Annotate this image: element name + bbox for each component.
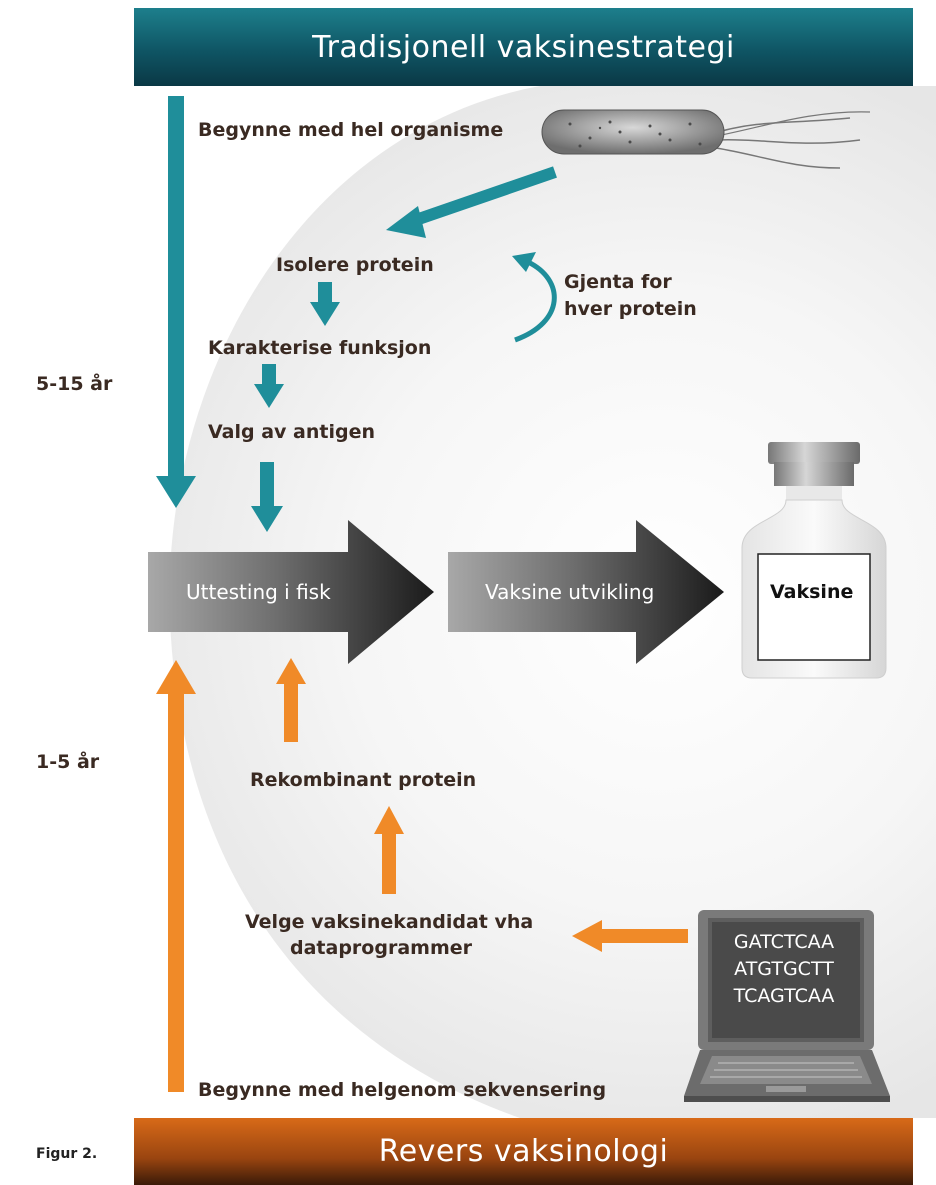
reverse-vaccinology-banner: Revers vaksinologi bbox=[134, 1118, 913, 1185]
isolate-to-characterize-arrow bbox=[310, 282, 340, 326]
vaccine-vial-icon bbox=[741, 442, 887, 679]
footer-title: Revers vaksinologi bbox=[378, 1134, 669, 1169]
traditional-timeline-arrow bbox=[156, 96, 196, 508]
development-label: Vaksine utvikling bbox=[485, 580, 655, 604]
repeat-arrow-icon bbox=[512, 252, 557, 343]
bacterium-to-isolate-arrow bbox=[386, 166, 557, 238]
select-to-testing-arrow bbox=[251, 462, 283, 532]
testing-label: Uttesting i fisk bbox=[186, 580, 331, 604]
select-candidate-line2: dataprogrammer bbox=[290, 937, 472, 959]
header-title: Tradisjonell vaksinestrategi bbox=[312, 29, 735, 65]
sequence-line-1: GATCTCAA bbox=[733, 931, 835, 953]
laptop-icon bbox=[684, 910, 890, 1102]
figure-label: Figur 2. bbox=[36, 1146, 98, 1162]
select-antigen-label: Valg av antigen bbox=[208, 421, 375, 443]
isolate-protein-label: Isolere protein bbox=[276, 254, 434, 276]
start-organism-label: Begynne med hel organisme bbox=[198, 119, 504, 141]
bacterium-icon bbox=[541, 109, 871, 169]
traditional-duration-label: 5-15 år bbox=[36, 373, 113, 395]
recombinant-protein-label: Rekombinant protein bbox=[250, 769, 477, 791]
start-genome-label: Begynne med helgenom sekvensering bbox=[198, 1079, 607, 1101]
reverse-duration-label: 1-5 år bbox=[36, 751, 100, 773]
characterize-label: Karakterise funksjon bbox=[208, 337, 432, 359]
sequence-line-2: ATGTGCTT bbox=[734, 958, 834, 980]
repeat-label-line1: Gjenta for bbox=[564, 271, 672, 293]
testing-arrow bbox=[148, 520, 434, 664]
development-arrow bbox=[448, 520, 724, 664]
sequence-line-3: TCAGTCAA bbox=[733, 985, 835, 1007]
select-candidate-line1: Velge vaksinekandidat vha bbox=[245, 911, 534, 933]
reverse-timeline-arrow bbox=[156, 660, 196, 1092]
traditional-strategy-banner: Tradisjonell vaksinestrategi bbox=[134, 8, 913, 86]
select-to-recombinant-arrow bbox=[374, 806, 404, 894]
recombinant-to-testing-arrow bbox=[276, 658, 306, 742]
repeat-label-line2: hver protein bbox=[564, 298, 697, 320]
laptop-to-select-arrow bbox=[572, 920, 688, 952]
vial-label: Vaksine bbox=[770, 581, 854, 603]
characterize-to-select-arrow bbox=[254, 364, 284, 408]
